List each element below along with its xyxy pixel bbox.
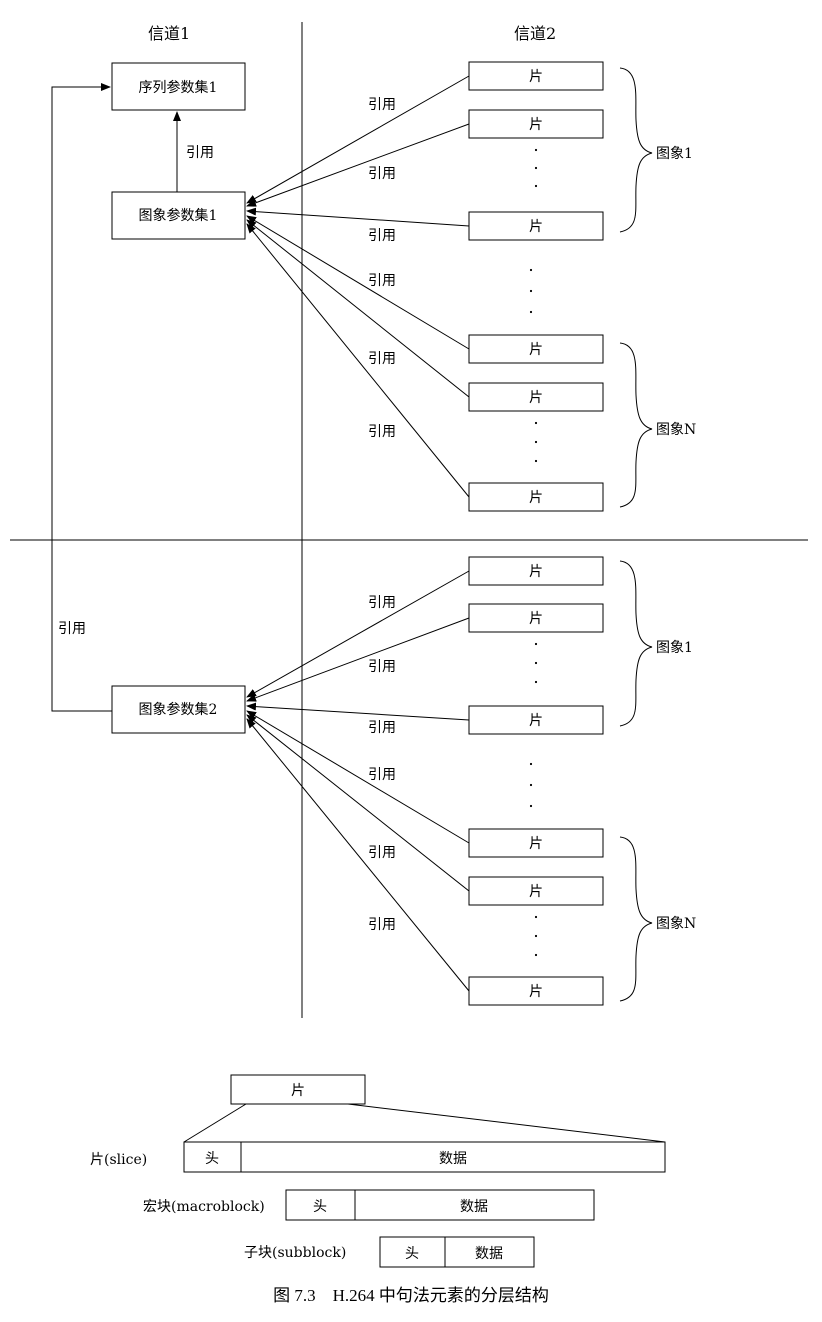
subblock-row-label: 子块(subblock) bbox=[244, 1245, 346, 1261]
ref-label-u2: 引用 bbox=[368, 166, 396, 182]
svg-text:片: 片 bbox=[529, 490, 543, 506]
ref-label-l5: 引用 bbox=[368, 845, 396, 861]
svg-text:片: 片 bbox=[529, 611, 543, 627]
slice-box-l6: 片 bbox=[468, 976, 604, 1006]
pictureN-label-upper: 图象N bbox=[656, 422, 696, 438]
ref-label-pps1-sps: 引用 bbox=[186, 145, 214, 161]
slice-box-l2: 片 bbox=[468, 603, 604, 633]
slice-box-l1: 片 bbox=[468, 556, 604, 586]
picture1-label-upper: 图象1 bbox=[656, 146, 693, 162]
svg-text:片: 片 bbox=[529, 884, 543, 900]
macroblock-head: 头 bbox=[313, 1199, 327, 1215]
svg-text:片: 片 bbox=[529, 117, 543, 133]
ref-label-u1: 引用 bbox=[368, 97, 396, 113]
brace-picture1-lower bbox=[619, 560, 653, 727]
channel2-title: 信道2 bbox=[514, 24, 556, 43]
ref-label-left: 引用 bbox=[58, 621, 86, 637]
slice-head: 头 bbox=[205, 1151, 219, 1167]
slice-box-u2: 片 bbox=[468, 109, 604, 139]
ref-label-u3: 引用 bbox=[368, 228, 396, 244]
figure-caption: 图 7.3 H.264 中句法元素的分层结构 bbox=[273, 1286, 549, 1305]
slice-row: 头 数据 bbox=[183, 1141, 666, 1173]
slice-box-l5: 片 bbox=[468, 876, 604, 906]
pps2-label: 图象参数集2 bbox=[139, 701, 218, 718]
ref-label-u5: 引用 bbox=[368, 351, 396, 367]
brace-pictureN-lower bbox=[619, 836, 653, 1002]
layer-top-slice-box: 片 bbox=[230, 1074, 366, 1105]
slice-row-label: 片(slice) bbox=[90, 1152, 147, 1168]
pictureN-label-lower: 图象N bbox=[656, 916, 696, 932]
pps1-label: 图象参数集1 bbox=[139, 207, 218, 224]
macroblock-row-label: 宏块(macroblock) bbox=[143, 1199, 265, 1215]
svg-text:片: 片 bbox=[529, 713, 543, 729]
picture1-label-lower: 图象1 bbox=[656, 640, 693, 656]
svg-text:片: 片 bbox=[529, 219, 543, 235]
subblock-data: 数据 bbox=[475, 1246, 503, 1262]
ref-label-u6: 引用 bbox=[368, 424, 396, 440]
upper-ref-lines bbox=[246, 75, 470, 498]
ref-label-l6: 引用 bbox=[368, 917, 396, 933]
channel1-title: 信道1 bbox=[148, 24, 190, 43]
svg-text:片: 片 bbox=[529, 564, 543, 580]
svg-text:片: 片 bbox=[529, 836, 543, 852]
ref-label-l1: 引用 bbox=[368, 595, 396, 611]
svg-text:片: 片 bbox=[529, 390, 543, 406]
svg-text:片: 片 bbox=[291, 1083, 305, 1099]
slice-box-u4: 片 bbox=[468, 334, 604, 364]
expand-line-right bbox=[347, 1103, 666, 1143]
slice-box-u1: 片 bbox=[468, 61, 604, 91]
brace-picture1-upper bbox=[619, 67, 653, 233]
slice-box-u6: 片 bbox=[468, 482, 604, 512]
sps-box: 序列参数集1 bbox=[111, 62, 246, 111]
lower-ref-lines bbox=[246, 570, 470, 992]
pps2-box: 图象参数集2 bbox=[111, 685, 246, 734]
ref-label-l4: 引用 bbox=[368, 767, 396, 783]
ref-label-l2: 引用 bbox=[368, 659, 396, 675]
ellipsis-dots bbox=[529, 148, 538, 957]
sps-label: 序列参数集1 bbox=[139, 79, 218, 96]
slice-box-u3: 片 bbox=[468, 211, 604, 241]
svg-text:片: 片 bbox=[529, 69, 543, 85]
slice-box-l3: 片 bbox=[468, 705, 604, 735]
subblock-row: 头 数据 bbox=[379, 1236, 535, 1268]
brace-pictureN-upper bbox=[619, 342, 653, 508]
ref-label-l3: 引用 bbox=[368, 720, 396, 736]
pps2-to-sps-ref-line bbox=[51, 83, 112, 712]
macroblock-row: 头 数据 bbox=[285, 1189, 595, 1221]
slice-box-l4: 片 bbox=[468, 828, 604, 858]
slice-box-u5: 片 bbox=[468, 382, 604, 412]
svg-text:片: 片 bbox=[529, 342, 543, 358]
svg-text:片: 片 bbox=[529, 984, 543, 1000]
pps1-box: 图象参数集1 bbox=[111, 191, 246, 240]
slice-data: 数据 bbox=[439, 1151, 467, 1167]
subblock-head: 头 bbox=[405, 1246, 419, 1262]
expand-line-left bbox=[183, 1103, 247, 1143]
ref-label-u4: 引用 bbox=[368, 273, 396, 289]
macroblock-data: 数据 bbox=[460, 1199, 488, 1215]
